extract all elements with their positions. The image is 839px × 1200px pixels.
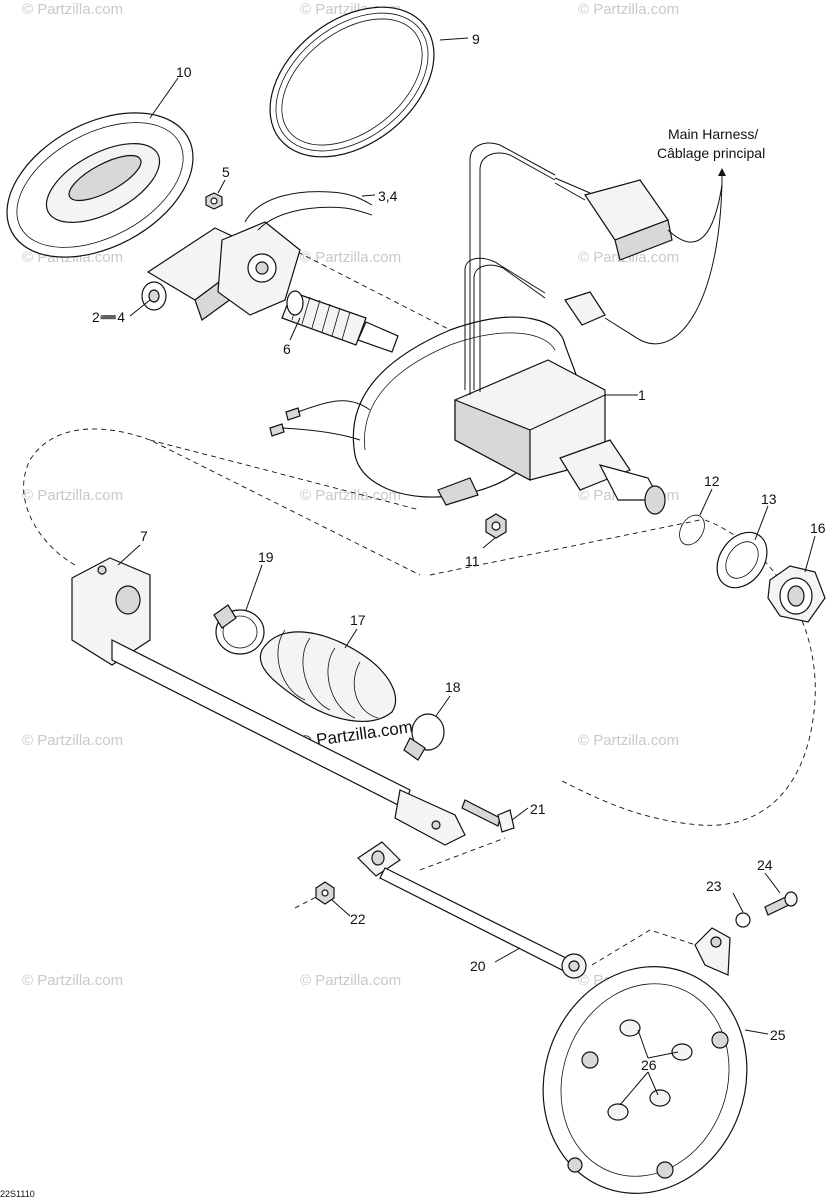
leader-dash-bracket [591, 929, 706, 966]
watermark: © Partzilla.com [578, 249, 679, 266]
nut-11-part [485, 513, 507, 539]
callout-label: 17 [350, 612, 366, 628]
leader-dash-nut22 [294, 837, 506, 909]
callout-label: 16 [810, 520, 826, 536]
watermark: © Partzilla.com [300, 487, 401, 504]
nut-22-part [315, 881, 335, 905]
cover-ring-part [6, 112, 194, 258]
harness-connector-part [554, 177, 723, 345]
shaft-part [71, 557, 466, 846]
callout-label: 3,4 [378, 188, 398, 204]
washer-23-part [735, 912, 751, 928]
watermark: © Partzilla.com [22, 1, 123, 18]
drawing-code: 22S1110 [0, 1189, 35, 1199]
lock-washer-part [716, 531, 768, 589]
watermark: © Partzilla.com [578, 732, 679, 749]
nut-5-part [205, 192, 223, 210]
callout-labels: 1 2➖4 3,4 5 6 7 9 10 11 12 13 16 17 18 1… [92, 31, 826, 1073]
callout-label: 13 [761, 491, 777, 507]
callout-label: 26 [641, 1057, 657, 1073]
motor-part [141, 191, 373, 321]
callout-label: 2➖4 [92, 309, 125, 325]
callout-label: 20 [470, 958, 486, 974]
callout-label: 11 [465, 553, 480, 569]
callout-label: 1 [638, 387, 646, 403]
screw-24-part [764, 891, 798, 916]
worm-gear-part [281, 290, 399, 353]
clamp-18-part [403, 713, 445, 761]
callout-label: 23 [706, 878, 722, 894]
o-ring-part [679, 514, 705, 546]
callout-label: 24 [757, 857, 773, 873]
harness-arrow-icon [718, 168, 726, 176]
annotation-line-2: Câblage principal [657, 145, 765, 161]
watermark: © Partzilla.com [22, 972, 123, 989]
callout-label: 5 [222, 164, 230, 180]
actuator-housing-part [352, 142, 666, 515]
watermark: © Partzilla.com [300, 972, 401, 989]
seal-ring-part [269, 6, 435, 158]
callout-label: 6 [283, 341, 291, 357]
callout-label: 19 [258, 549, 274, 565]
bushings-part [607, 1019, 693, 1121]
callout-label: 12 [704, 473, 720, 489]
sensor-pins-part [269, 400, 371, 441]
callout-label: 10 [176, 64, 192, 80]
leader-lines [117, 37, 816, 1106]
watermark: © Partzilla.com [578, 1, 679, 18]
boot-part [259, 629, 397, 722]
callout-label: 25 [770, 1027, 786, 1043]
main-harness-annotation: Main Harness/ Câblage principal [657, 126, 765, 161]
callout-label: 22 [350, 911, 366, 927]
assembly-outline-link [149, 439, 701, 576]
callout-label: 7 [140, 528, 148, 544]
clamp-19-part [213, 604, 265, 655]
watermark: © Partzilla.com [22, 487, 123, 504]
callout-label: 9 [472, 31, 480, 47]
watermark: © Partzilla.com [300, 249, 401, 266]
link-rod-part [357, 841, 587, 979]
callout-label: 21 [530, 801, 546, 817]
annotation-line-1: Main Harness/ [668, 126, 758, 142]
hex-nut-part [767, 565, 826, 623]
bolt-21-part [461, 799, 515, 833]
leader-dash-motor [289, 247, 461, 336]
callout-label: 18 [445, 679, 461, 695]
watermark: © Partzilla.com [22, 732, 123, 749]
bracket-ring-part [542, 927, 748, 1194]
